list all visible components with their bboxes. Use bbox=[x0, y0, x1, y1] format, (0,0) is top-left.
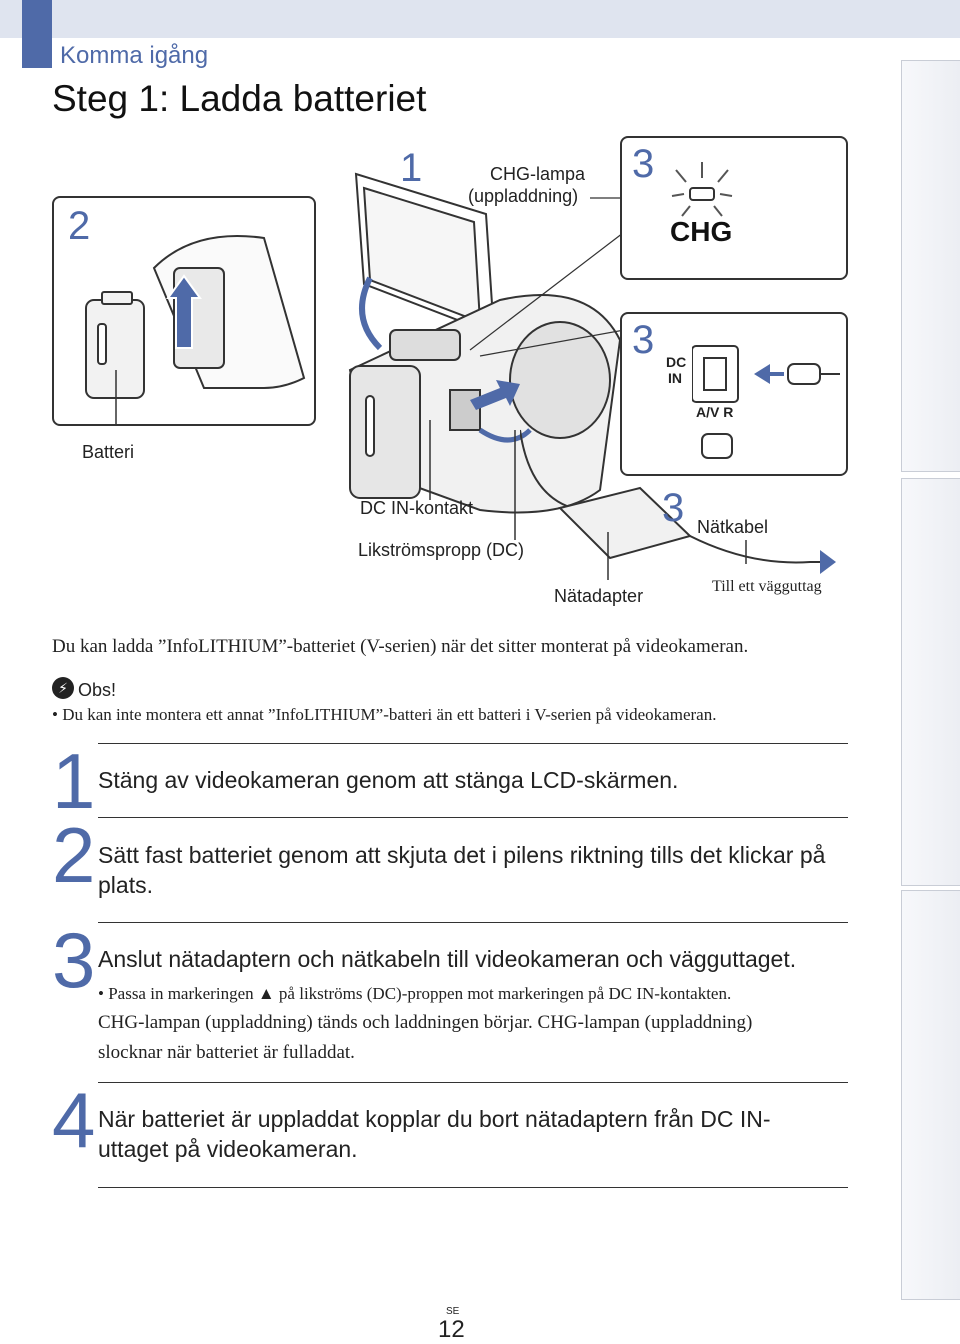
step-1-text: Stäng av videokameran genom att stänga L… bbox=[98, 767, 679, 793]
step-2-text-line1: Sätt fast batteriet genom att skjuta det… bbox=[98, 842, 826, 868]
step-number-3: 3 bbox=[52, 916, 96, 1004]
notice-bullet: • Du kan inte montera ett annat ”InfoLIT… bbox=[52, 705, 717, 724]
section-label: Komma igång bbox=[60, 42, 209, 69]
chg-text: CHG bbox=[670, 216, 733, 247]
step-number-2: 2 bbox=[52, 811, 96, 899]
step-3-para-line1: CHG-lampan (uppladdning) tänds och laddn… bbox=[98, 1012, 753, 1033]
step-3-text: Anslut nätadaptern och nätkabeln till vi… bbox=[98, 946, 797, 972]
dc-in-panel: 3 DC IN A/V R bbox=[620, 312, 848, 476]
divider bbox=[98, 1082, 848, 1083]
caution-icon: ⚡ bbox=[52, 677, 74, 699]
step-3-bullet-text: Passa in markeringen ▲ på likströms (DC)… bbox=[108, 984, 732, 1003]
outlet-label: Till ett vägguttag bbox=[712, 578, 822, 595]
divider bbox=[98, 922, 848, 923]
camcorder-illustration bbox=[348, 172, 622, 540]
dc-in-text-line2: IN bbox=[668, 370, 682, 386]
side-tab-2[interactable] bbox=[901, 478, 960, 886]
figure-number-2: 2 bbox=[68, 204, 91, 248]
chg-lamp-label-line1: CHG-lampa bbox=[490, 164, 586, 184]
divider bbox=[98, 817, 848, 818]
figure-number-3a: 3 bbox=[632, 142, 655, 186]
chg-panel: 3 CHG bbox=[620, 136, 848, 280]
dc-in-text-line1: DC bbox=[666, 354, 687, 370]
figure-number-3b: 3 bbox=[632, 318, 655, 362]
battery-label: Batteri bbox=[82, 442, 135, 462]
battery-illustration bbox=[85, 235, 306, 430]
ac-adapter-illustration bbox=[520, 429, 836, 580]
top-band bbox=[0, 0, 960, 38]
dc-in-label: DC IN-kontakt bbox=[360, 498, 474, 518]
cable-label: Nätkabel bbox=[697, 517, 769, 537]
figure-number-3c: 3 bbox=[662, 486, 685, 530]
battery-panel: 2 bbox=[52, 196, 316, 430]
step-3-para-line2: slocknar när batteriet är fulladdat. bbox=[98, 1042, 355, 1063]
step-2-text-line2: plats. bbox=[98, 872, 153, 898]
header-accent-bar bbox=[22, 0, 52, 68]
adapter-label: Nätadapter bbox=[554, 586, 644, 606]
dc-plug-label: Likströmspropp (DC) bbox=[358, 540, 525, 560]
notice-bullet-text: Du kan inte montera ett annat ”InfoLITHI… bbox=[62, 705, 717, 724]
dc-in-jack-illustration bbox=[692, 345, 840, 459]
page-number: 12 bbox=[438, 1316, 465, 1343]
chg-lamp-label-line2: (uppladdning) bbox=[468, 186, 579, 206]
step-4-text-line2: uttaget på videokameran. bbox=[98, 1136, 358, 1162]
divider bbox=[98, 743, 848, 744]
step-4-text-line1: När batteriet är uppladdat kopplar du bo… bbox=[98, 1106, 771, 1132]
step-number-1: 1 bbox=[52, 737, 96, 825]
language-code: SE bbox=[446, 1306, 460, 1317]
chg-lamp-icon bbox=[671, 162, 733, 217]
step-number-4: 4 bbox=[52, 1076, 96, 1164]
page-title: Steg 1: Ladda batteriet bbox=[52, 78, 427, 119]
av-r-text: A/V R bbox=[696, 404, 734, 420]
step-3-bullet: • Passa in markeringen ▲ på likströms (D… bbox=[98, 984, 732, 1003]
divider bbox=[98, 1187, 848, 1188]
notice-title: Obs! bbox=[78, 680, 117, 700]
side-tab-3[interactable] bbox=[901, 890, 960, 1300]
figure-number-1: 1 bbox=[400, 146, 423, 190]
intro-text: Du kan ladda ”InfoLITHIUM”-batteriet (V-… bbox=[52, 636, 749, 657]
side-tab-1[interactable] bbox=[901, 60, 960, 472]
